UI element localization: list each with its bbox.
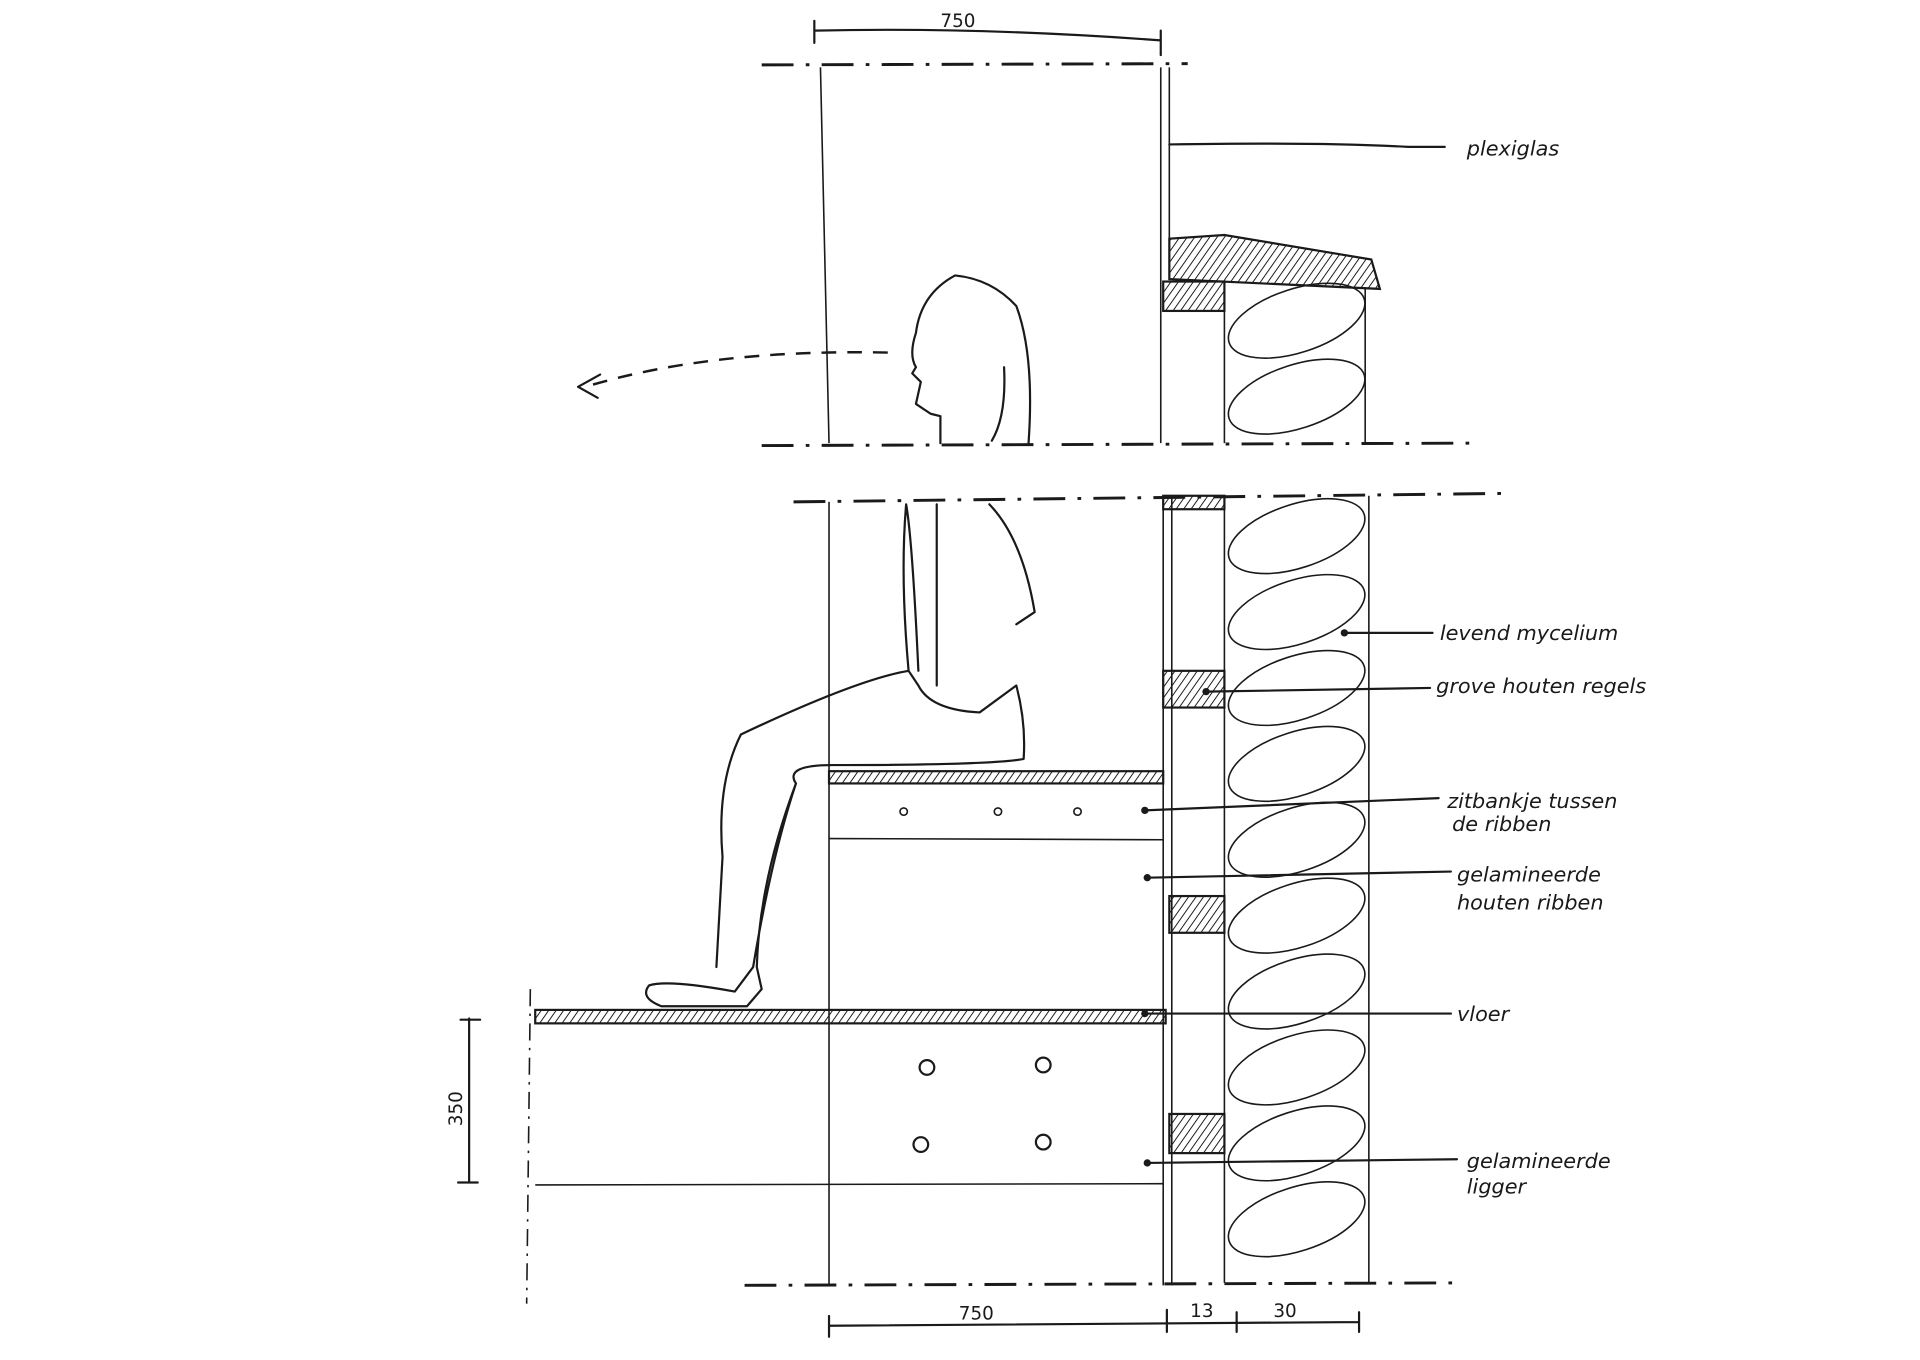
mycelium-loop xyxy=(1227,282,1366,359)
seated-person xyxy=(645,274,1036,1008)
label-beam-1: gelamineerde xyxy=(1467,1149,1611,1173)
top-dimension: 750 xyxy=(813,11,1162,57)
batten-top xyxy=(1162,280,1226,313)
mycelium-loop xyxy=(1227,1029,1366,1106)
mycelium-loop xyxy=(1227,953,1366,1030)
bottom-dimension: 750 13 30 xyxy=(827,1301,1361,1338)
lower-section xyxy=(828,494,1370,1286)
mycelium-loop xyxy=(1227,497,1366,575)
batten-4 xyxy=(1168,1112,1226,1155)
batten-1 xyxy=(1162,494,1226,511)
mycelium-loop xyxy=(1227,649,1366,727)
view-arrow xyxy=(576,351,888,399)
leader-lines xyxy=(1141,142,1459,1167)
mycelium-loop xyxy=(1227,725,1366,803)
label-battens: grove houten regels xyxy=(1436,674,1646,698)
top-dimension-value: 750 xyxy=(940,11,975,32)
label-bench-1: zitbankje tussen xyxy=(1446,789,1617,813)
batten-2 xyxy=(1162,669,1226,709)
mycelium-fill xyxy=(1227,282,1366,1258)
label-mycelium: levend mycelium xyxy=(1440,621,1618,645)
label-plexiglas: plexiglas xyxy=(1466,136,1560,160)
mycelium-loop xyxy=(1227,1105,1366,1182)
label-floor: vloer xyxy=(1457,1002,1511,1026)
label-ribs-2: houten ribben xyxy=(1457,891,1604,915)
label-beam-2: ligger xyxy=(1467,1175,1528,1199)
bench xyxy=(827,770,1165,841)
upper-section xyxy=(819,67,1382,444)
mycelium-loop xyxy=(1227,358,1366,435)
mycelium-loop xyxy=(1227,573,1366,651)
mycelium-loop xyxy=(1227,877,1366,954)
bottom-dimension-13: 13 xyxy=(1190,1301,1213,1322)
mycelium-loop xyxy=(1227,801,1366,878)
annotations: plexiglas levend mycelium grove houten r… xyxy=(1436,136,1646,1198)
beam-height-value: 350 xyxy=(446,1091,467,1126)
floor-beam xyxy=(525,989,1167,1304)
plexiglas-cap xyxy=(1168,233,1382,291)
mycelium-loop xyxy=(1227,1181,1366,1258)
beam-height-dimension: 350 xyxy=(446,1017,482,1184)
label-ribs-1: gelamineerde xyxy=(1457,862,1601,886)
label-bench-2: de ribben xyxy=(1452,812,1551,836)
bottom-dimension-750: 750 xyxy=(959,1304,994,1325)
cut-lines xyxy=(744,62,1513,1287)
batten-3 xyxy=(1168,894,1226,934)
bottom-dimension-30: 30 xyxy=(1273,1301,1296,1322)
